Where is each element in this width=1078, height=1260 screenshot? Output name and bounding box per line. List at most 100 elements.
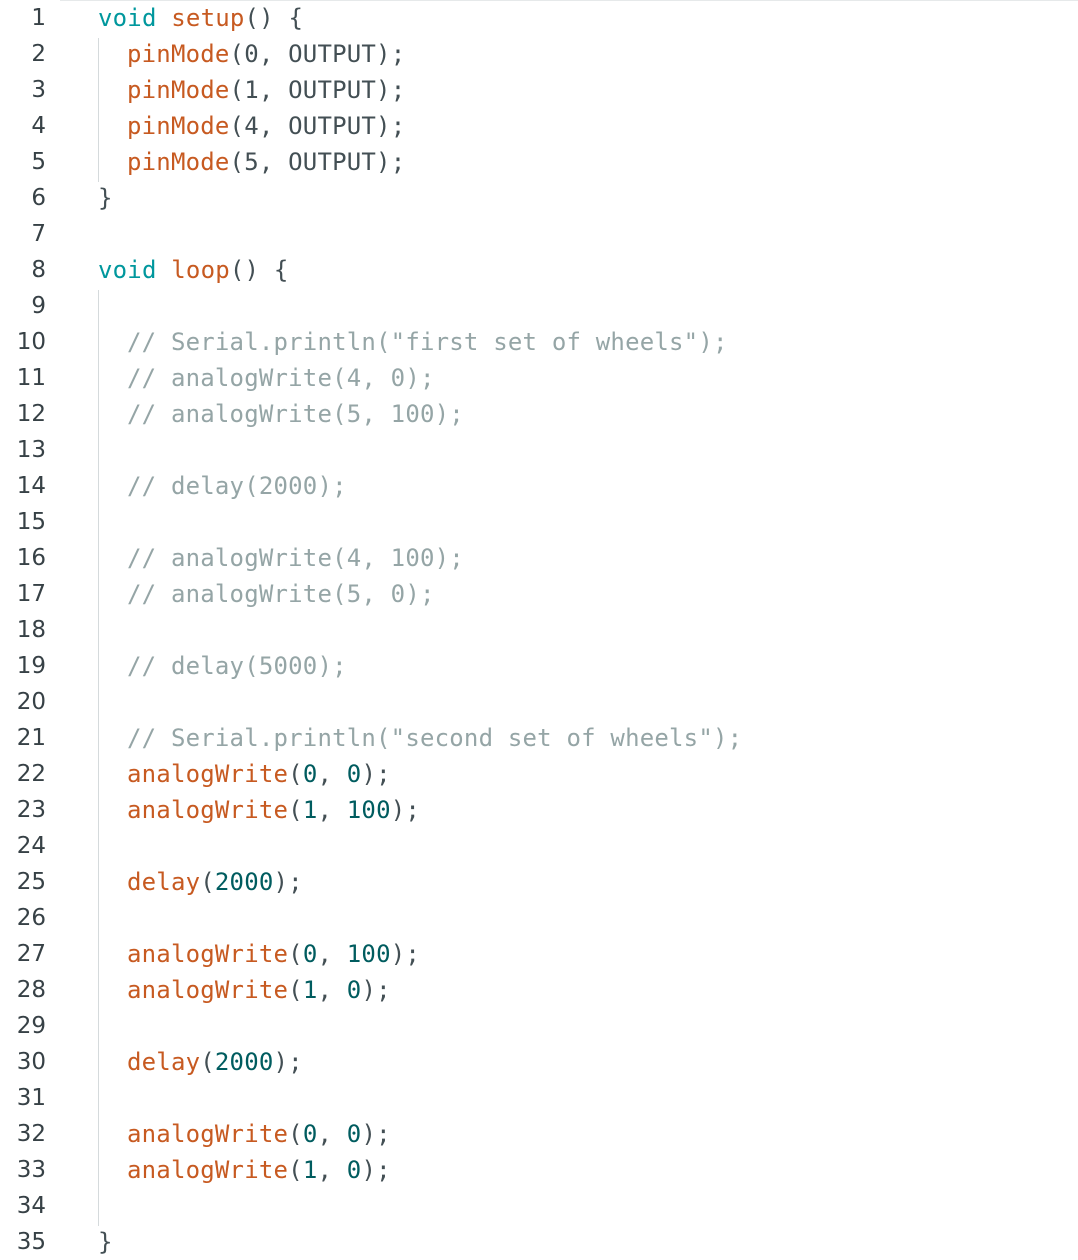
code-token: 0	[302, 1120, 318, 1148]
code-token: (0, OUTPUT);	[229, 40, 406, 68]
code-line[interactable]: // analogWrite(4, 100);	[127, 540, 464, 576]
code-line[interactable]: }	[98, 180, 113, 216]
code-comment: // analogWrite(5, 0);	[127, 580, 435, 608]
line-number: 10	[16, 329, 46, 355]
code-line[interactable]: void setup() {	[98, 0, 303, 36]
code-token: void	[98, 256, 157, 284]
code-token: 0	[346, 976, 362, 1004]
code-line[interactable]: delay(2000);	[127, 864, 303, 900]
code-token: analogWrite	[127, 1156, 289, 1184]
line-number: 26	[16, 905, 46, 931]
line-number: 9	[31, 293, 46, 319]
code-token: setup	[171, 4, 245, 32]
line-number: 27	[16, 941, 46, 967]
code-comment: // analogWrite(4, 0);	[127, 364, 435, 392]
code-line[interactable]: pinMode(1, OUTPUT);	[127, 72, 405, 108]
code-token: delay	[127, 868, 201, 896]
code-token: pinMode	[127, 112, 230, 140]
code-line[interactable]: analogWrite(0, 0);	[127, 1116, 391, 1152]
code-line[interactable]: analogWrite(1, 0);	[127, 1152, 391, 1188]
line-number: 11	[16, 365, 46, 391]
code-line[interactable]: pinMode(4, OUTPUT);	[127, 108, 405, 144]
code-token: 2000	[214, 1048, 274, 1076]
code-token: 1	[302, 796, 318, 824]
code-token: (4, OUTPUT);	[229, 112, 406, 140]
code-token: (	[288, 796, 303, 824]
code-token: pinMode	[127, 148, 230, 176]
line-number: 16	[16, 545, 46, 571]
code-token: (	[288, 976, 303, 1004]
code-token: pinMode	[127, 40, 230, 68]
code-token	[157, 256, 172, 284]
code-token: ,	[317, 1120, 347, 1148]
code-token: }	[98, 184, 113, 212]
line-number: 34	[16, 1193, 46, 1219]
line-number: 18	[16, 617, 46, 643]
code-token: analogWrite	[127, 796, 289, 824]
code-token: 0	[346, 760, 362, 788]
code-token: );	[361, 760, 391, 788]
code-line[interactable]: analogWrite(1, 100);	[127, 792, 420, 828]
code-token: (	[200, 1048, 215, 1076]
line-number: 23	[16, 797, 46, 823]
code-token: (	[288, 940, 303, 968]
code-comment: // delay(2000);	[127, 472, 347, 500]
code-token: );	[390, 796, 421, 824]
code-token: );	[361, 1156, 391, 1184]
code-comment: // analogWrite(4, 100);	[127, 544, 464, 572]
code-token: void	[98, 4, 157, 32]
line-number: 24	[16, 833, 46, 859]
code-line[interactable]: }	[98, 1224, 113, 1260]
code-token: analogWrite	[127, 760, 289, 788]
code-token: ,	[317, 760, 347, 788]
code-token: 0	[346, 1120, 362, 1148]
line-number: 22	[16, 761, 46, 787]
code-line[interactable]: // analogWrite(5, 0);	[127, 576, 435, 612]
code-token: analogWrite	[127, 1120, 289, 1148]
line-number: 28	[16, 977, 46, 1003]
code-line[interactable]: analogWrite(1, 0);	[127, 972, 391, 1008]
line-number: 8	[31, 257, 46, 283]
code-token: (	[288, 1120, 303, 1148]
code-line[interactable]: // Serial.println("second set of wheels"…	[127, 720, 742, 756]
line-number: 29	[16, 1013, 46, 1039]
line-number: 21	[16, 725, 46, 751]
code-token: () {	[244, 4, 304, 32]
code-token: 0	[346, 1156, 362, 1184]
code-line[interactable]: // delay(2000);	[127, 468, 347, 504]
code-token: loop	[171, 256, 230, 284]
line-number: 32	[16, 1121, 46, 1147]
line-number: 4	[31, 113, 46, 139]
line-number: 17	[16, 581, 46, 607]
code-comment: // Serial.println("first set of wheels")…	[127, 328, 728, 356]
code-token: 0	[302, 760, 318, 788]
code-token: );	[273, 1048, 303, 1076]
line-number: 2	[31, 41, 46, 67]
code-token: ,	[317, 976, 347, 1004]
code-line[interactable]: // Serial.println("first set of wheels")…	[127, 324, 728, 360]
code-token: ,	[317, 1156, 347, 1184]
code-line[interactable]: // analogWrite(4, 0);	[127, 360, 435, 396]
line-number: 30	[16, 1049, 46, 1075]
code-token: (5, OUTPUT);	[229, 148, 406, 176]
indent-guide-loop	[98, 290, 99, 1226]
code-token: 100	[346, 940, 391, 968]
code-token: 1	[302, 1156, 318, 1184]
line-number: 12	[16, 401, 46, 427]
code-token: delay	[127, 1048, 201, 1076]
code-line[interactable]: // delay(5000);	[127, 648, 347, 684]
code-line[interactable]: analogWrite(0, 0);	[127, 756, 391, 792]
code-comment: // Serial.println("second set of wheels"…	[127, 724, 743, 752]
indent-guide-setup	[98, 38, 99, 182]
code-token: analogWrite	[127, 976, 289, 1004]
line-number: 3	[31, 77, 46, 103]
code-token: 2000	[214, 868, 274, 896]
line-number: 35	[16, 1229, 46, 1255]
code-line[interactable]: // analogWrite(5, 100);	[127, 396, 464, 432]
code-line[interactable]: pinMode(5, OUTPUT);	[127, 144, 405, 180]
code-line[interactable]: pinMode(0, OUTPUT);	[127, 36, 405, 72]
code-line[interactable]: analogWrite(0, 100);	[127, 936, 420, 972]
code-line[interactable]: void loop() {	[98, 252, 288, 288]
code-line[interactable]: delay(2000);	[127, 1044, 303, 1080]
